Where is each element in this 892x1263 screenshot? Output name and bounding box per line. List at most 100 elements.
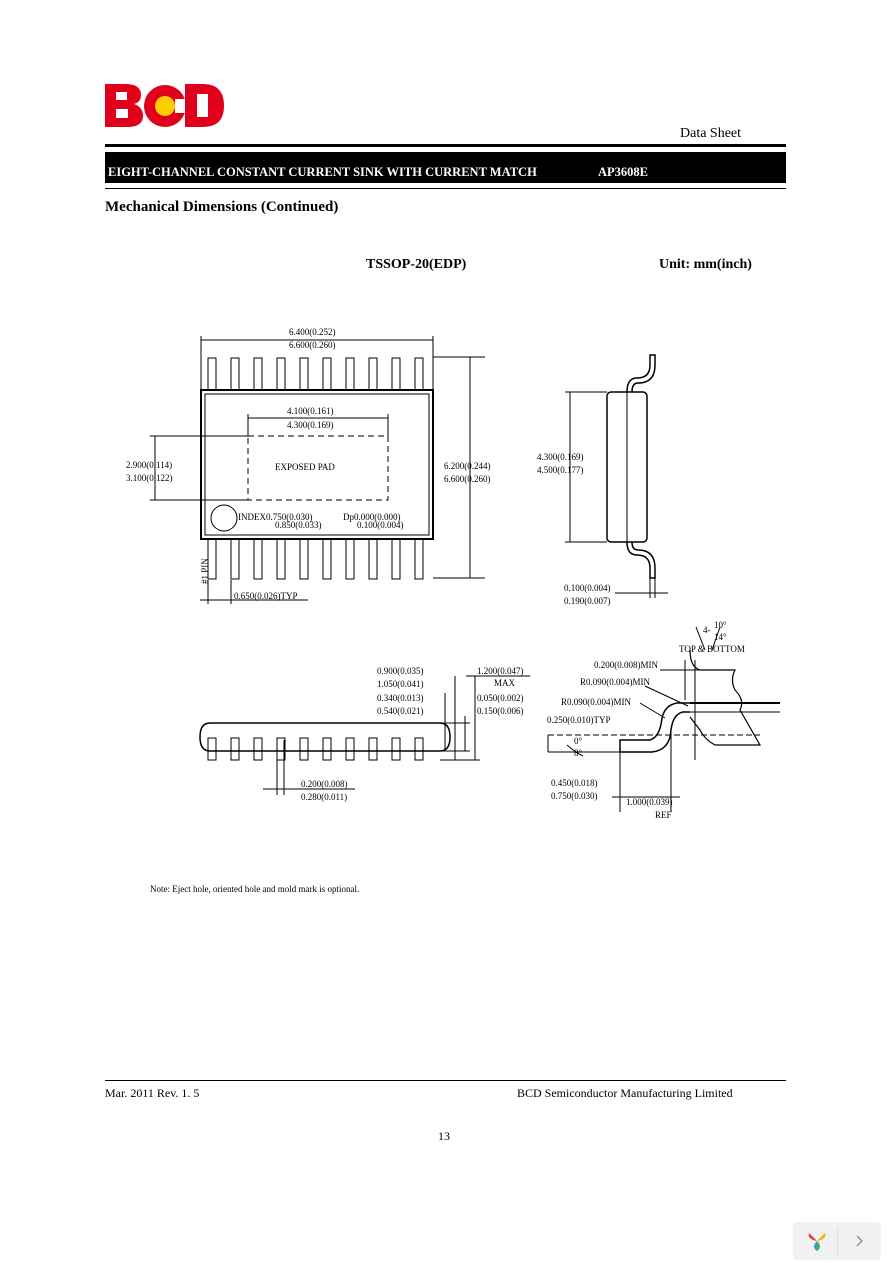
angle-min: 10°: [714, 620, 727, 630]
top-lead: [253, 357, 263, 391]
dim-pad-h-min: 2.900(0.114): [126, 460, 172, 470]
dim-pad-w-max: 4.300(0.169): [287, 420, 334, 430]
pinwheel-icon[interactable]: [805, 1229, 829, 1253]
dp-min: 0.850(0.033): [275, 520, 322, 530]
footer-company: BCD Semiconductor Manufacturing Limited: [517, 1086, 733, 1100]
front-lead: [345, 737, 355, 761]
dim-body-h-min: 6.200(0.244): [444, 461, 491, 471]
bottom-lead: [414, 538, 424, 580]
dim-ref-len: 1.000(0.039): [626, 797, 673, 807]
dim-lead-w-max: 0.280(0.011): [301, 792, 347, 802]
dim-front-h-min: 0.900(0.035): [377, 666, 424, 676]
dim-ref-label: REF: [655, 810, 672, 820]
front-lead: [253, 737, 263, 761]
page-number: 13: [438, 1129, 450, 1143]
detail-lead: [619, 702, 690, 753]
foot-angle-max: 8°: [574, 748, 583, 758]
bottom-lead: [368, 538, 378, 580]
nav-divider: [837, 1227, 838, 1255]
viewer-nav: [793, 1222, 881, 1260]
bottom-lead: [253, 538, 263, 580]
dim-foot-len-min: 0.450(0.018): [551, 778, 598, 788]
front-lead: [322, 737, 332, 761]
header-rule: [105, 144, 786, 147]
detail-body: [689, 649, 762, 746]
doc-type: Data Sheet: [680, 126, 742, 141]
dim-pitch: 0.650(0.026)TYP: [234, 591, 298, 601]
front-lead: [391, 737, 401, 761]
angle-max: 14°: [714, 632, 727, 642]
dp-max: 0.100(0.004): [357, 520, 404, 530]
bcd-logo: [105, 84, 224, 127]
angle-note: TOP & BOTTOM: [679, 644, 745, 654]
detail-view: 4- 10° 14° TOP & BOTTOM 0.200(0.008)MIN …: [547, 620, 780, 820]
foot-angle-min: 0°: [574, 736, 583, 746]
dim-width-min: 6.400(0.252): [289, 327, 336, 337]
document-title: EIGHT-CHANNEL CONSTANT CURRENT SINK WITH…: [108, 165, 537, 179]
bottom-lead: [230, 538, 240, 580]
dim-foot-len-max: 0.750(0.030): [551, 791, 598, 801]
unit-label: Unit: mm(inch): [659, 257, 752, 272]
top-lead: [230, 357, 240, 391]
pin1-label: #1 PIN: [200, 558, 210, 584]
dim-lead-t-max: 0.190(0.007): [564, 596, 611, 606]
dim-lead-h-min: 0.340(0.013): [377, 693, 424, 703]
dim-pad-w-min: 4.100(0.161): [287, 406, 334, 416]
dim-lead-h-max: 0.540(0.021): [377, 706, 424, 716]
dp-label: Dp0.000(0.000): [343, 512, 401, 522]
top-lead: [414, 357, 424, 391]
front-lead: [299, 737, 309, 761]
front-lead: [414, 737, 424, 761]
top-lead: [345, 357, 355, 391]
bottom-leads: [207, 538, 424, 580]
title-bar: EIGHT-CHANNEL CONSTANT CURRENT SINK WITH…: [105, 152, 786, 183]
top-lead: [207, 357, 217, 391]
exposed-pad: [247, 435, 389, 501]
dim-side-w-max: 4.500(0.177): [537, 465, 584, 475]
front-leads: [207, 737, 424, 761]
index-label: INDEX0.750(0.030): [238, 512, 313, 522]
top-lead: [391, 357, 401, 391]
top-lead: [368, 357, 378, 391]
footer-rule: [105, 1080, 786, 1081]
dim-lead-t-min: 0.100(0.004): [564, 583, 611, 593]
top-leads: [207, 357, 424, 391]
footer-date-rev: Mar. 2011 Rev. 1. 5: [105, 1086, 200, 1100]
top-lead: [299, 357, 309, 391]
section-heading: Mechanical Dimensions (Continued): [105, 199, 339, 215]
bottom-lead: [276, 538, 286, 580]
dim-radius-2: R0.090(0.004)MIN: [561, 697, 631, 707]
dim-radius-1: R0.090(0.004)MIN: [580, 677, 650, 687]
dim-width-max: 6.600(0.260): [289, 340, 336, 350]
dim-pad-h-max: 3.100(0.122): [126, 473, 173, 483]
index-mark: [210, 504, 238, 532]
top-lead: [322, 357, 332, 391]
front-view: 0.900(0.035) 1.050(0.041) 0.340(0.013) 0…: [199, 666, 530, 802]
bottom-lead: [391, 538, 401, 580]
dim-lead-w-min: 0.200(0.008): [301, 779, 348, 789]
part-number: AP3608E: [598, 165, 648, 179]
title-underline: [105, 188, 786, 189]
bottom-lead: [299, 538, 309, 580]
top-lead: [276, 357, 286, 391]
package-body: [200, 389, 434, 540]
exposed-pad-label: EXPOSED PAD: [275, 462, 335, 472]
dim-body-h-max: 6.600(0.260): [444, 474, 491, 484]
front-body: [199, 722, 451, 752]
bottom-lead: [322, 538, 332, 580]
dim-total-max: 1.200(0.047): [477, 666, 524, 676]
front-lead: [368, 737, 378, 761]
dim-standoff-min: 0.050(0.002): [477, 693, 524, 703]
front-lead: [207, 737, 217, 761]
package-name: TSSOP-20(EDP): [366, 257, 467, 272]
chevron-right-icon[interactable]: [851, 1233, 867, 1249]
angle-prefix: 4-: [703, 625, 711, 635]
dim-side-w-min: 4.300(0.169): [537, 452, 584, 462]
dim-gauge: 0.250(0.010)TYP: [547, 715, 611, 725]
dim-standoff-max: 0.150(0.006): [477, 706, 524, 716]
dim-clearance: 0.200(0.008)MIN: [594, 660, 658, 670]
bottom-lead: [345, 538, 355, 580]
front-lead: [230, 737, 240, 761]
top-view: EXPOSED PAD 6.400(0.252) 6.600(0.260) 4.…: [126, 327, 491, 604]
